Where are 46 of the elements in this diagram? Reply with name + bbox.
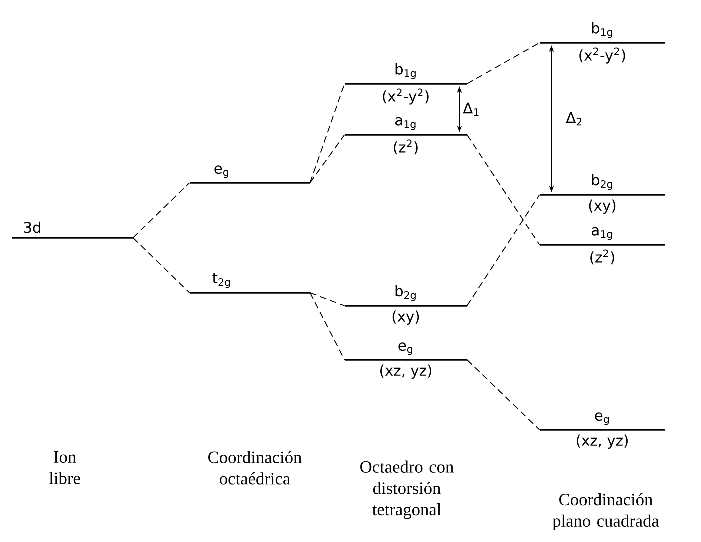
node-label: (x$^{2}$-y$^{2}$): [580, 48, 626, 64]
column-caption: Coordinación plano cuadrada: [552, 493, 660, 531]
connector-line: [132, 238, 190, 294]
connector-line: [310, 134, 346, 184]
node-label: (z$^{2}$): [394, 140, 418, 155]
connector-line: [310, 292, 346, 306]
connector-line: [310, 84, 346, 184]
connector-line: [132, 182, 190, 238]
connector-line: [466, 42, 540, 84]
node-label: e$_{g}$: [595, 412, 609, 426]
energy-level: 3d: [12, 222, 133, 239]
energy-level: b$_{1g}$ (x$^{2}$-y$^{2}$): [540, 22, 665, 64]
connector-line: [466, 194, 540, 306]
energy-level: a$_{1g}$ (z$^{2}$): [345, 117, 467, 155]
node-label: b$_{1g}$: [592, 22, 612, 38]
energy-level: b$_{2g}$ (xy): [345, 285, 467, 325]
energy-level: e$_{g}$ (xz, yz): [540, 412, 665, 449]
energy-level: e$_{g}$ (xz, yz): [345, 342, 467, 379]
energy-level: a$_{1g}$ (z$^{2}$): [540, 227, 665, 265]
energy-level: b$_{2g}$ (xy): [540, 174, 665, 214]
node-label: t$_{2g}$: [212, 273, 230, 288]
node-label: (xz, yz): [576, 434, 628, 449]
node-label: a$_{1g}$: [592, 227, 612, 240]
energy-level: b$_{1g}$ (x$^{2}$-y$^{2}$): [345, 63, 467, 105]
connector-line: [466, 360, 540, 430]
node-label: (xy): [392, 310, 420, 325]
column-caption: Octaedro con distorsión tetragonal: [360, 460, 454, 520]
edge-label: Δ$_{2}$: [566, 112, 582, 126]
node-label: (z$^{2}$): [590, 250, 614, 265]
node-label: b$_{1g}$: [396, 63, 416, 80]
edge-label: Δ$_{1}$: [463, 102, 479, 116]
connector-line: [466, 134, 540, 246]
node-label: a$_{1g}$: [396, 117, 416, 130]
node-label: b$_{2g}$: [592, 174, 612, 190]
node-label: (xy): [589, 200, 616, 214]
node-label: (xz, yz): [380, 364, 432, 379]
node-label: (x$^{2}$-y$^{2}$): [383, 88, 429, 105]
column-caption: Coordinación octaédrica: [208, 451, 302, 485]
node-label: e$_{g}$: [398, 342, 413, 356]
node-label: e$_{g}$: [214, 166, 229, 178]
connector-line: [310, 292, 346, 360]
energy-level: t$_{2g}$: [190, 273, 310, 294]
node-label: b$_{2g}$: [396, 285, 416, 302]
node-label: 3d: [24, 222, 40, 234]
column-caption: Ion libre: [49, 452, 80, 484]
energy-level: e$_{g}$: [190, 166, 310, 184]
